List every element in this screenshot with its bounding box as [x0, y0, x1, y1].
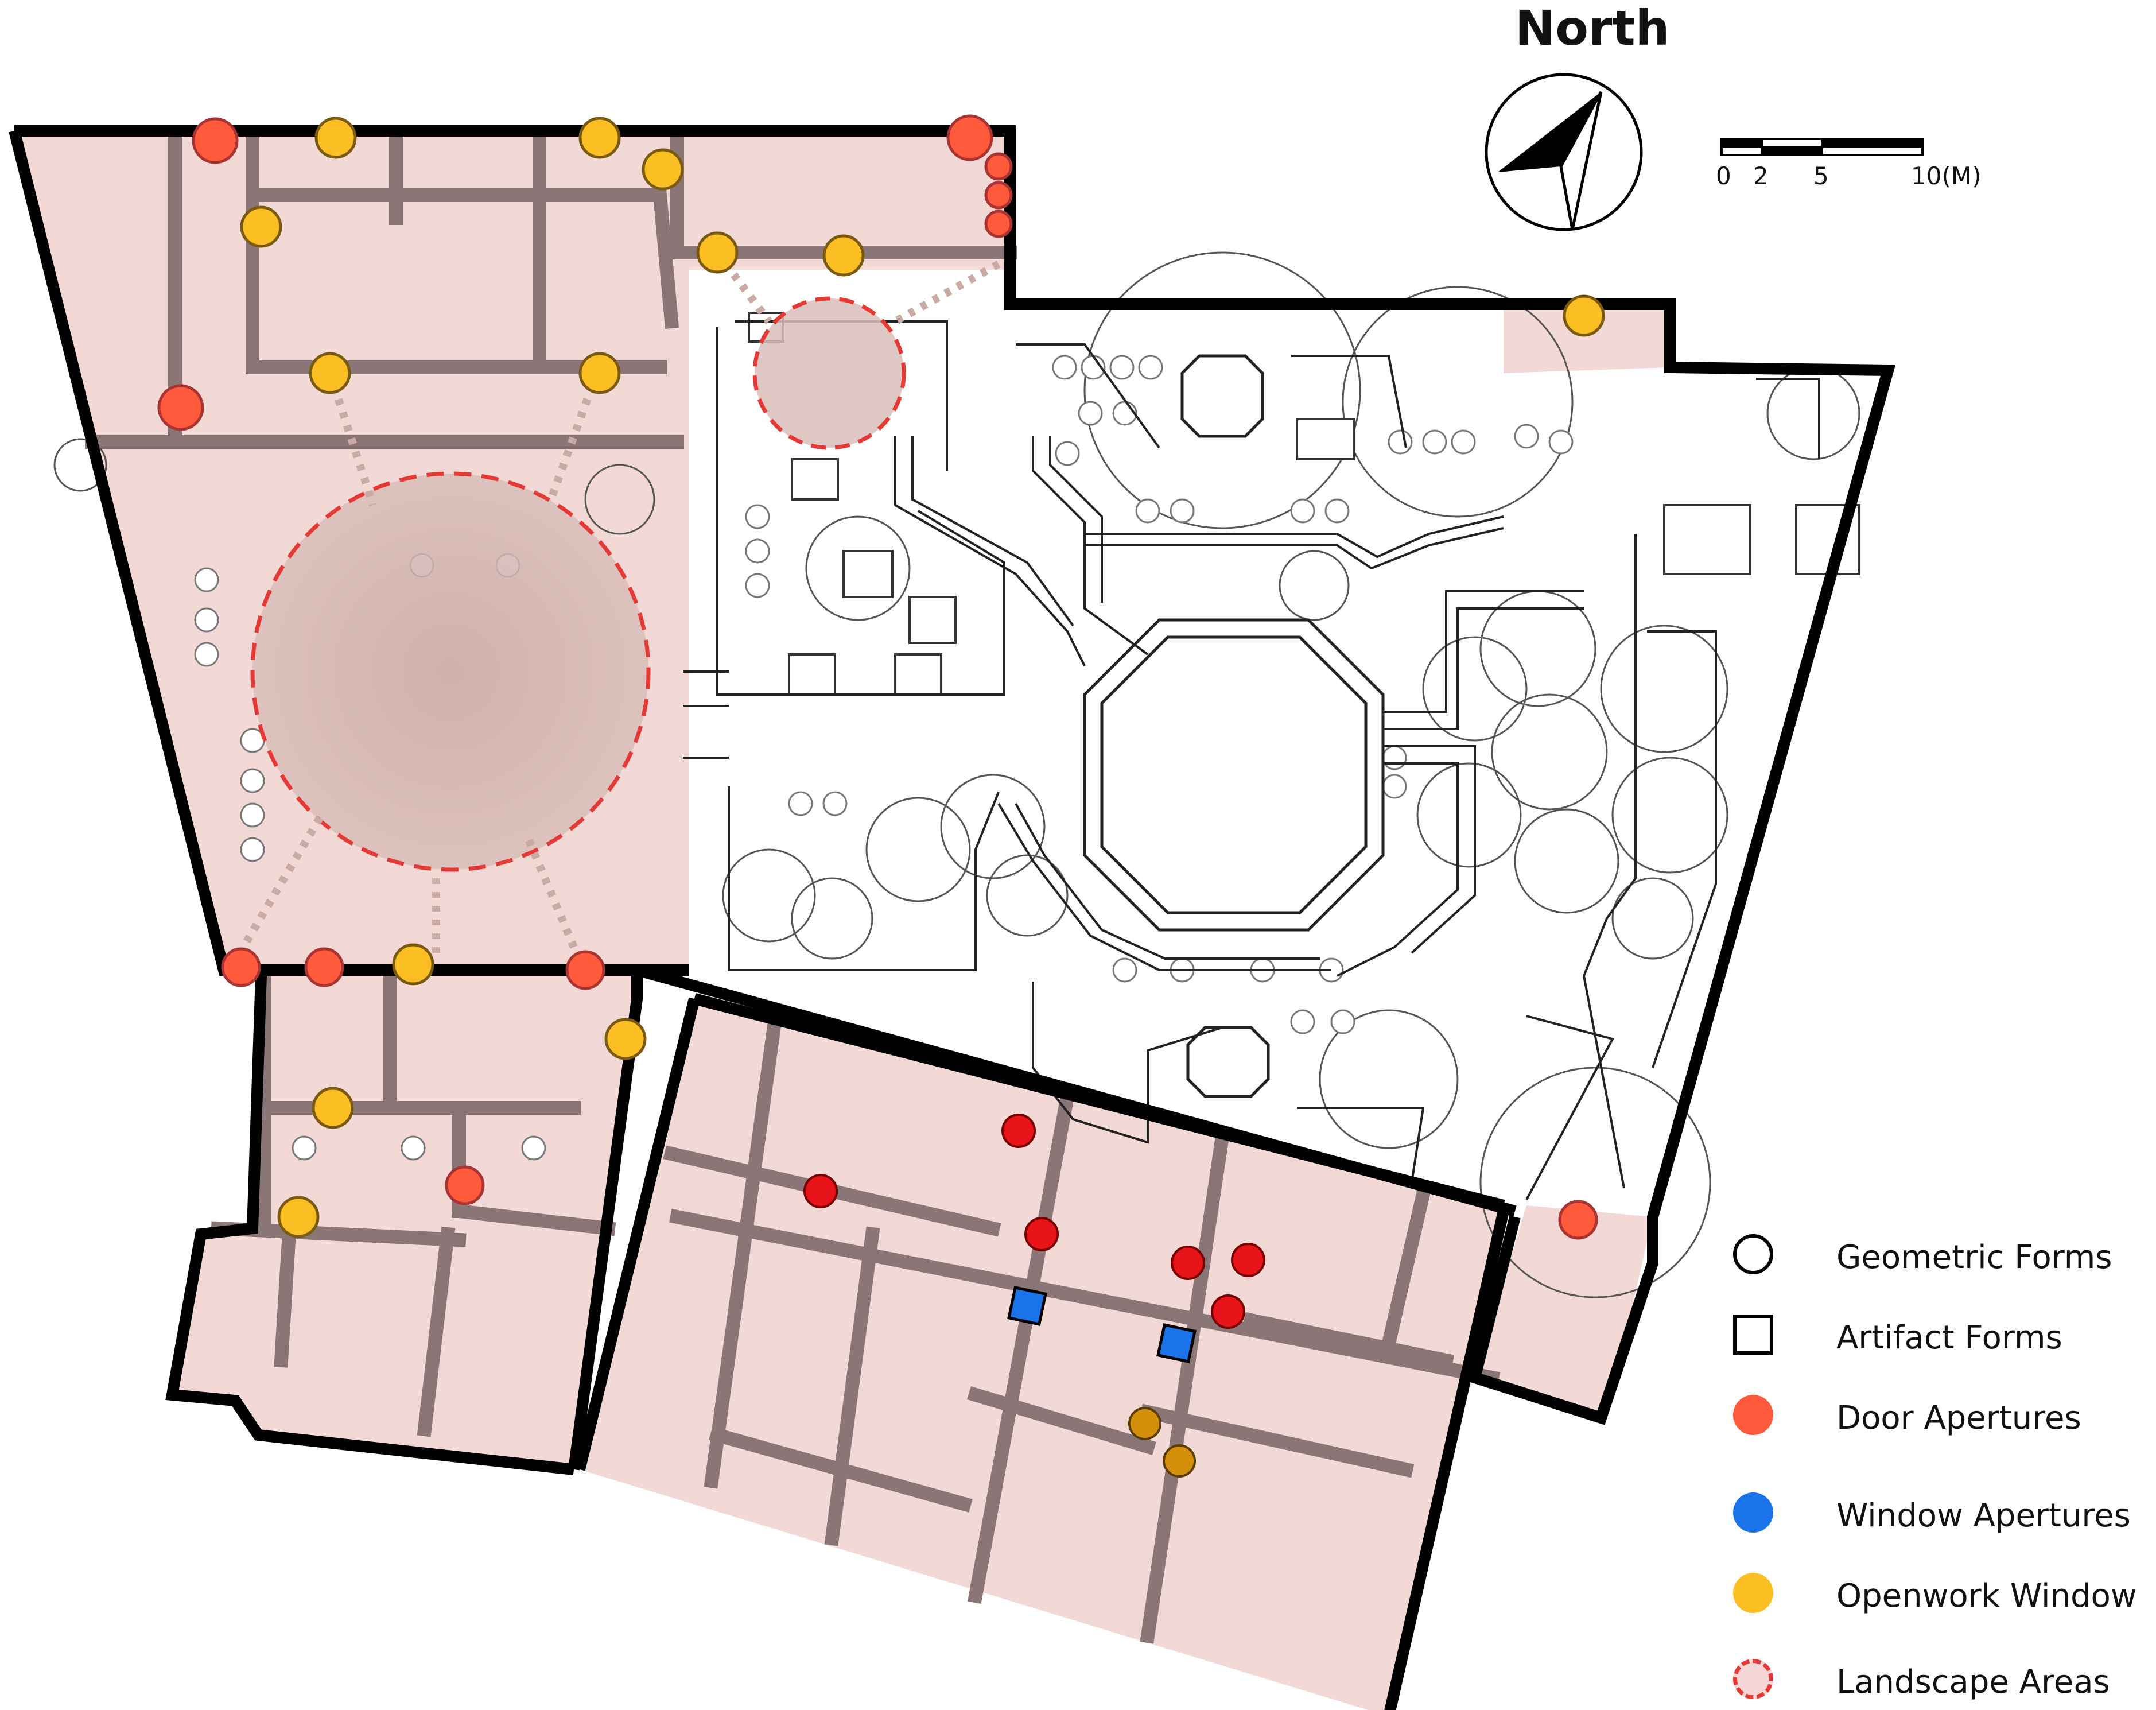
openwork-window-icon: [1733, 1573, 1773, 1613]
door-aperture-marker: [192, 117, 239, 164]
door-aperture-marker: [445, 1165, 485, 1205]
scale-bar: [1720, 138, 1924, 156]
landscape-areas: [250, 296, 906, 872]
openwork-window-marker: [1163, 1444, 1196, 1478]
window-aperture-marker: [1007, 1286, 1047, 1326]
window-aperture-marker: [1156, 1323, 1197, 1363]
openwork-window-marker: [392, 943, 434, 986]
door-aperture-marker: [1211, 1294, 1245, 1329]
door-aperture-marker: [157, 384, 204, 431]
openwork-window-marker: [604, 1018, 647, 1060]
landscape-area-small: [752, 296, 906, 450]
openwork-window-marker: [822, 234, 865, 277]
geometric-forms-icon: [1733, 1234, 1773, 1274]
door-aperture-marker: [1001, 1114, 1036, 1148]
window-aperture-icon: [1733, 1492, 1773, 1533]
scale-tick-label: 5: [1813, 162, 1829, 190]
door-aperture-marker: [984, 152, 1013, 181]
door-aperture-marker: [984, 210, 1013, 238]
door-aperture-marker: [1231, 1243, 1265, 1277]
interior-walls: [85, 137, 1501, 1644]
legend-label: Openwork Window: [1836, 1577, 2137, 1615]
openwork-windows: [240, 117, 1605, 1238]
openwork-window-marker: [312, 1087, 354, 1129]
openwork-window-marker: [1128, 1407, 1161, 1440]
legend-label: Artifact Forms: [1836, 1319, 2062, 1356]
octagons: [1083, 354, 1385, 1098]
window-apertures: [1007, 1286, 1197, 1363]
door-aperture-marker: [304, 947, 344, 987]
door-aperture-marker: [1558, 1200, 1598, 1240]
legend-label: Window Apertures: [1836, 1497, 2131, 1534]
landscape-area-large: [250, 471, 651, 872]
openwork-window-marker: [309, 352, 351, 394]
openwork-window-marker: [696, 231, 739, 274]
openwork-window-marker: [578, 117, 621, 159]
compass: [1485, 73, 1643, 231]
door-aperture-marker: [1171, 1246, 1205, 1280]
legend-label: Door Apertures: [1836, 1399, 2081, 1437]
landscape-area-icon: [1733, 1659, 1773, 1699]
door-aperture-marker: [946, 114, 993, 161]
scale-tick-label: 0: [1716, 162, 1731, 190]
openwork-window-marker: [578, 352, 621, 394]
openwork-window-marker: [240, 205, 282, 248]
site-boundary: [9, 125, 1896, 1710]
southeast-corner-zone: [1475, 1205, 1653, 1418]
legend-label: Geometric Forms: [1836, 1239, 2112, 1276]
door-aperture-marker: [803, 1174, 838, 1208]
door-aperture-marker: [565, 950, 605, 990]
door-aperture-marker: [1024, 1217, 1059, 1251]
scale-tick-label: 2: [1753, 162, 1769, 190]
door-apertures-inner: [803, 1114, 1265, 1329]
openwork-window-marker: [277, 1196, 320, 1238]
door-aperture-marker: [221, 947, 261, 987]
geometric-forms: [53, 251, 1860, 1298]
door-aperture-icon: [1733, 1395, 1773, 1435]
door-apertures: [157, 114, 1598, 1240]
openwork-window-marker: [1563, 294, 1605, 337]
openwork-window-marker: [642, 148, 684, 191]
scale-tick-label: 10(M): [1911, 162, 1982, 190]
garden-corridors: [683, 320, 1820, 1200]
door-aperture-marker: [984, 181, 1013, 210]
artifact-forms-icon: [1733, 1315, 1773, 1355]
openwork-windows-inner: [1128, 1407, 1196, 1478]
north-label: North: [1515, 0, 1670, 56]
south-building-zone: [580, 993, 1504, 1710]
northeast-corner-zone: [1504, 304, 1670, 373]
legend-label: Landscape Areas: [1836, 1664, 2110, 1701]
openwork-window-marker: [314, 117, 357, 159]
